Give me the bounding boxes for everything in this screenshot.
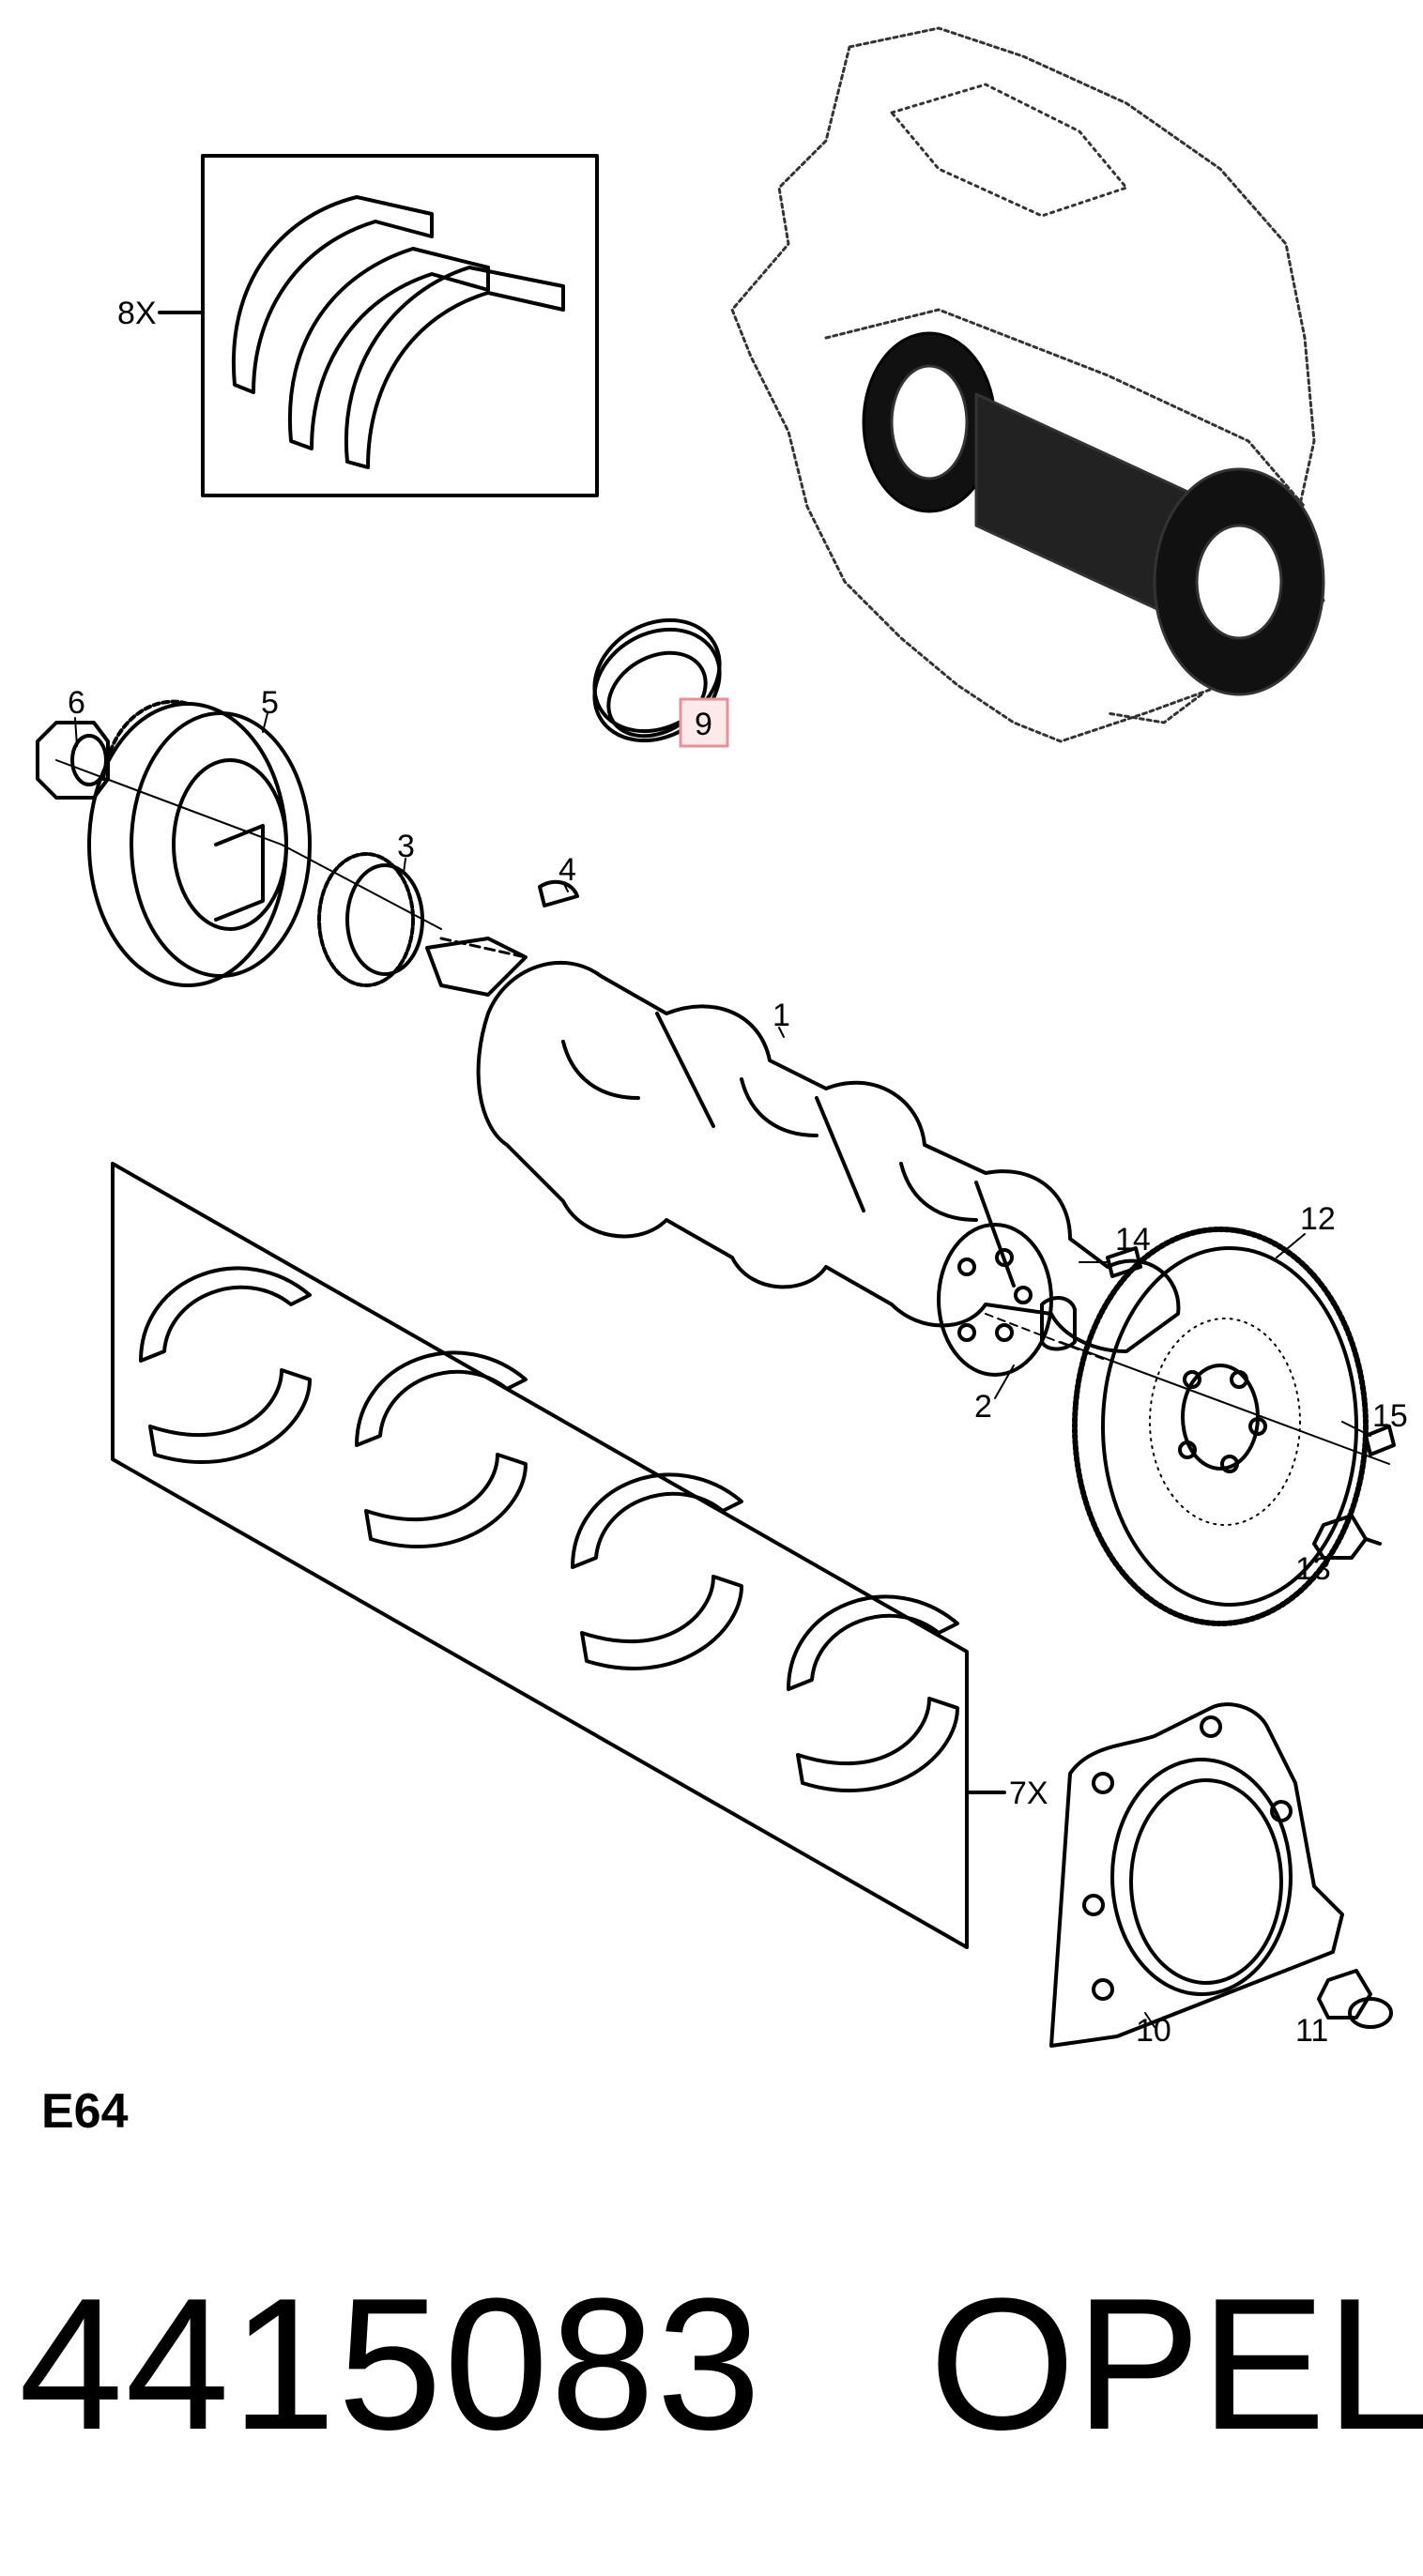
callout-4: 4 <box>558 852 576 888</box>
callout-6: 6 <box>68 685 85 721</box>
rear-seal-housing <box>1049 1702 1344 2048</box>
thrust-washer-set-box <box>158 154 599 497</box>
callout-13: 13 <box>1295 1551 1331 1587</box>
crankshaft <box>425 937 1181 1377</box>
callout-10: 10 <box>1136 2013 1171 2049</box>
dowel-pin-14 <box>1106 1246 1142 1278</box>
housing-bolt-11 <box>1317 1969 1393 2029</box>
main-bearing-shell-box <box>111 1162 1006 1949</box>
flywheel-dowel-15 <box>1364 1425 1396 1456</box>
dowel-pin-2 <box>1040 1296 1077 1351</box>
leader-lines <box>74 712 1371 2028</box>
woodruff-key <box>538 879 579 907</box>
callout-7x: 7X <box>1009 1776 1048 1811</box>
flywheel-bolt-13 <box>1312 1514 1382 1560</box>
section-code: E64 <box>41 2084 129 2139</box>
callout-15: 15 <box>1372 1398 1408 1434</box>
callout-12: 12 <box>1300 1201 1336 1237</box>
callout-2: 2 <box>974 1389 992 1425</box>
callout-14: 14 <box>1115 1222 1151 1258</box>
callout-5: 5 <box>261 685 279 721</box>
callout-11: 11 <box>1295 2013 1328 2049</box>
callout-3: 3 <box>397 829 415 864</box>
target-part-highlight <box>679 697 729 748</box>
callout-9: 9 <box>695 707 712 742</box>
engine-block-illustration <box>730 26 1325 743</box>
part-number: 4415083 <box>19 2260 763 2469</box>
brand-name: OPEL <box>929 2260 1423 2469</box>
flywheel <box>1072 1227 1369 1626</box>
callout-8x: 8X <box>117 296 157 331</box>
crankshaft-pulley <box>87 699 312 987</box>
assembly-axis <box>55 759 1390 1465</box>
callout-1: 1 <box>773 998 790 1033</box>
